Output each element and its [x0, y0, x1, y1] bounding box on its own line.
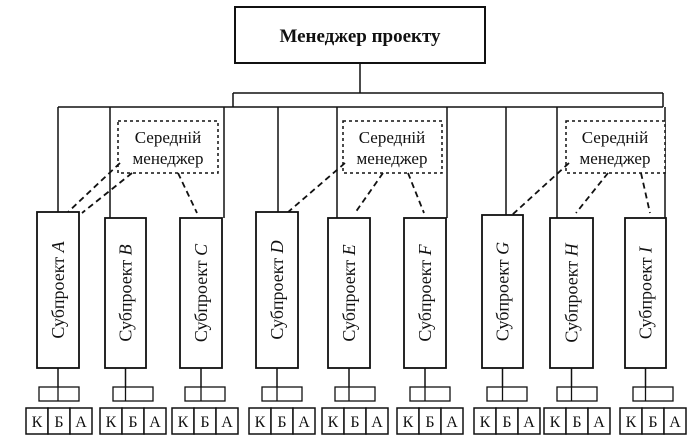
cell-label: Б: [128, 414, 137, 431]
cell-label: А: [149, 414, 161, 431]
subproject-label: Субпроект A: [48, 240, 68, 338]
subproject-prefix: Субпроект: [493, 255, 513, 341]
subproject-g: Субпроект G: [481, 214, 524, 369]
cell-box: [587, 407, 611, 435]
cell-label: Б: [425, 414, 434, 431]
subproject-e: Субпроект E: [327, 217, 371, 369]
cell-box: [69, 407, 93, 435]
subproject-label: Субпроект B: [116, 244, 136, 341]
cell-label: К: [328, 414, 339, 431]
subproject-letter: B: [116, 244, 136, 255]
cell-label: Б: [648, 414, 657, 431]
cell-label: Б: [277, 414, 286, 431]
subproject-prefix: Субпроект: [48, 252, 68, 338]
middle-manager-line1: Середній: [135, 128, 201, 147]
cell-label: А: [371, 414, 383, 431]
cell-label: К: [626, 414, 637, 431]
subproject-prefix: Субпроект: [267, 253, 287, 339]
subproject-letter: G: [493, 242, 513, 255]
subproject-label: Субпроект F: [415, 243, 435, 341]
cell-box: [365, 407, 389, 435]
cell-box: [440, 407, 464, 435]
cell-label: А: [221, 414, 233, 431]
cell-label: А: [75, 414, 87, 431]
subproject-letter: H: [562, 242, 582, 257]
cell-label: К: [255, 414, 266, 431]
subproject-c: Субпроект C: [179, 217, 223, 369]
subproject-label: Субпроект H: [562, 242, 582, 342]
cell-label: К: [550, 414, 561, 431]
cell-label: А: [523, 414, 535, 431]
middle-manager-1: Середній менеджер: [117, 120, 219, 174]
subproject-i: Субпроект I: [624, 217, 667, 369]
middle-manager-line1: Середній: [359, 128, 425, 147]
cell-box: [292, 407, 316, 435]
subproject-prefix: Субпроект: [636, 253, 656, 339]
cell-label: Б: [502, 414, 511, 431]
subproject-label: Субпроект E: [339, 244, 359, 341]
subproject-f: Субпроект F: [403, 217, 447, 369]
subproject-label: Субпроект D: [267, 240, 287, 339]
project-manager-node: Менеджер проекту: [234, 6, 486, 64]
cell-label: А: [593, 414, 605, 431]
subproject-letter: E: [339, 244, 359, 256]
cell-box: [663, 407, 687, 435]
subproject-prefix: Субпроект: [116, 255, 136, 341]
subproject-letter: A: [48, 240, 68, 253]
middle-manager-3: Середній менеджер: [565, 120, 666, 174]
cell-box: [517, 407, 541, 435]
subproject-letter: I: [636, 246, 656, 254]
cell-label: К: [106, 414, 117, 431]
subproject-prefix: Субпроект: [191, 256, 211, 342]
cell-label: А: [446, 414, 458, 431]
cell-label: А: [669, 414, 681, 431]
subproject-h: Субпроект H: [549, 217, 594, 369]
cell-label: Б: [572, 414, 581, 431]
middle-manager-line2: менеджер: [580, 149, 651, 168]
subproject-prefix: Субпроект: [415, 255, 435, 341]
dashed-links: [66, 162, 651, 216]
cell-label: А: [298, 414, 310, 431]
cell-label: К: [403, 414, 414, 431]
cell-label: Б: [350, 414, 359, 431]
cell-label: Б: [54, 414, 63, 431]
subproject-a: Субпроект A: [36, 211, 80, 369]
middle-manager-line1: Середній: [582, 128, 648, 147]
cell-box: [215, 407, 239, 435]
cell-label: К: [32, 414, 43, 431]
middle-manager-line2: менеджер: [133, 149, 204, 168]
project-manager-label: Менеджер проекту: [279, 26, 441, 47]
subproject-label: Субпроект G: [493, 242, 513, 341]
subproject-prefix: Субпроект: [562, 256, 582, 342]
middle-manager-line2: менеджер: [357, 149, 428, 168]
subproject-letter: C: [191, 243, 211, 256]
subproject-letter: D: [267, 240, 287, 254]
cell-box: [143, 407, 167, 435]
cell-label: Б: [200, 414, 209, 431]
subproject-label: Субпроект C: [191, 243, 211, 342]
subproject-label: Субпроект I: [636, 246, 656, 339]
subproject-letter: F: [415, 243, 435, 256]
cell-label: К: [480, 414, 491, 431]
middle-manager-2: Середній менеджер: [342, 120, 443, 174]
subproject-d: Субпроект D: [255, 211, 299, 369]
subproject-prefix: Субпроект: [339, 255, 359, 341]
cell-label: К: [178, 414, 189, 431]
subproject-b: Субпроект B: [104, 217, 147, 369]
